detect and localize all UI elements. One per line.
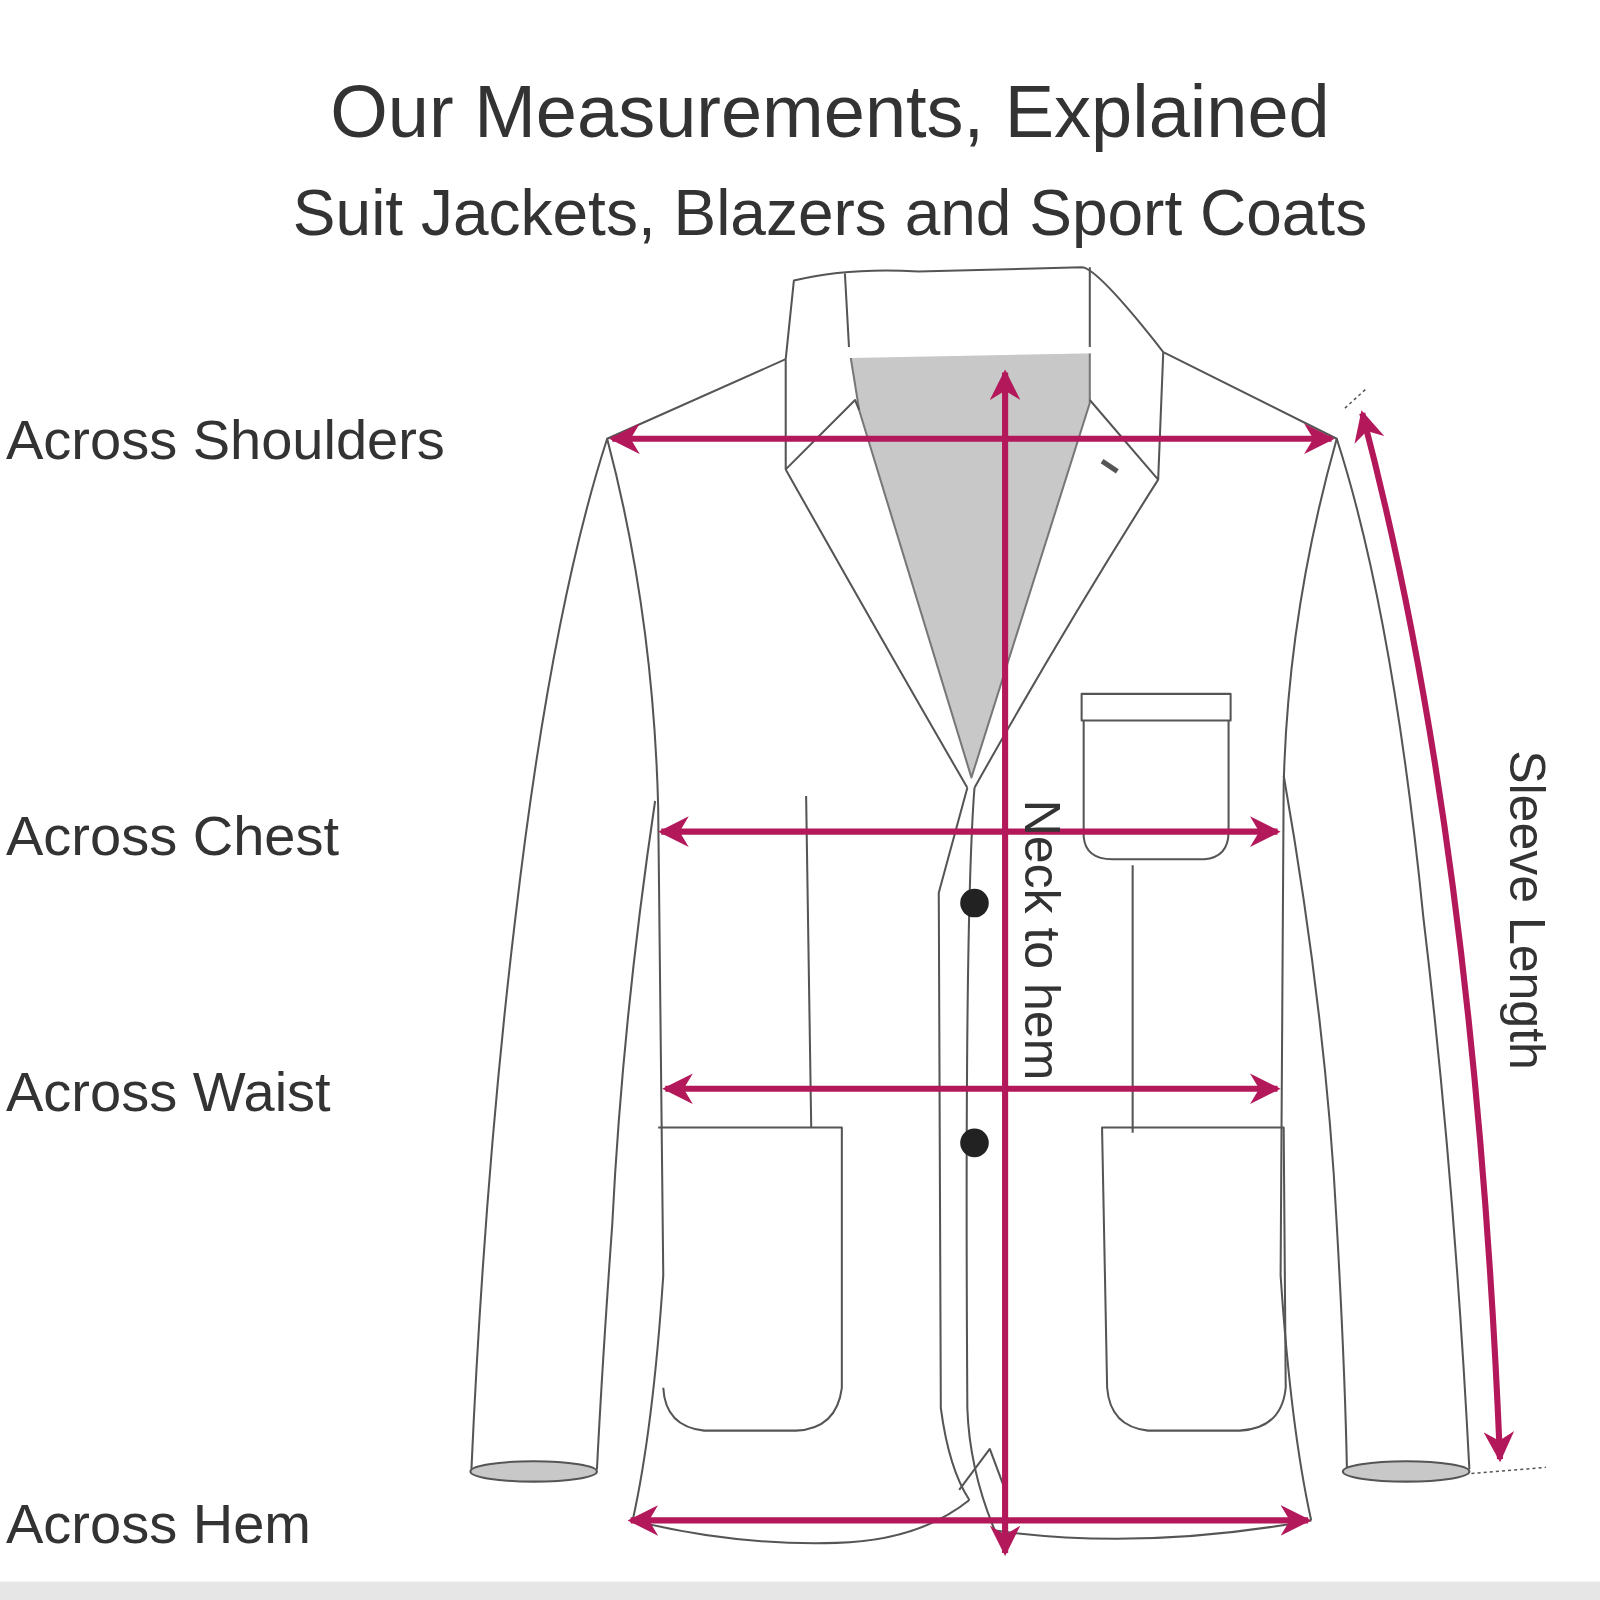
measure-label: Across Waist bbox=[6, 1064, 331, 1120]
measure-label: Sleeve Length bbox=[1502, 750, 1552, 1070]
measure-arrows bbox=[612, 372, 1500, 1553]
jacket-outline bbox=[470, 267, 1469, 1543]
measure-label: Across Chest bbox=[6, 808, 339, 864]
measure-label: Neck to hem bbox=[1017, 800, 1067, 1081]
title: Our Measurements, Explained bbox=[330, 75, 1329, 149]
subtitle: Suit Jackets, Blazers and Sport Coats bbox=[293, 181, 1367, 245]
measure-label: Across Shoulders bbox=[6, 412, 445, 468]
buttons bbox=[960, 889, 989, 1157]
measure-label: Across Hem bbox=[6, 1496, 311, 1552]
bottom-band bbox=[0, 1582, 1600, 1600]
